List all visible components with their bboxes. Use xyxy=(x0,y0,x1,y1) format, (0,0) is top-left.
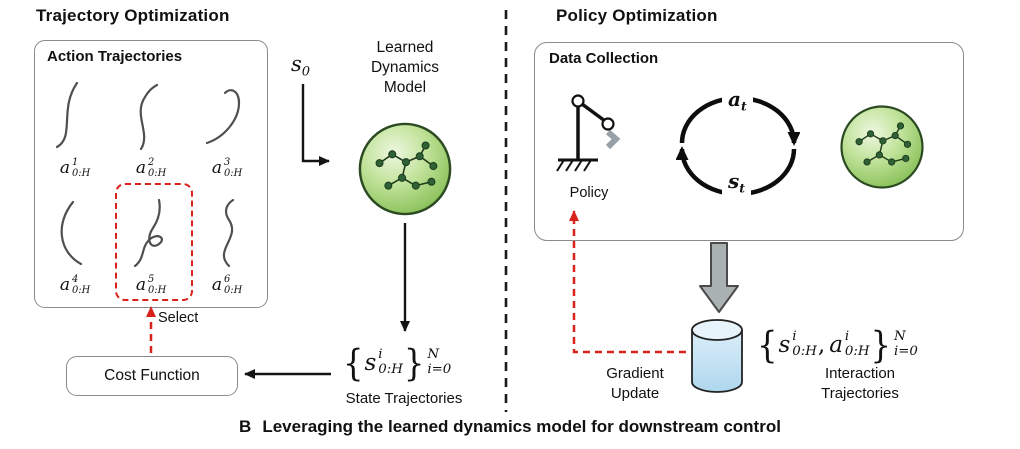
policy-optimization-title: Policy Optimization xyxy=(556,6,718,25)
trajectory-curve xyxy=(60,200,83,266)
caption-text: Leveraging the learned dynamics model fo… xyxy=(262,417,781,436)
trajectory-curve xyxy=(133,198,163,268)
trajectory-curve xyxy=(139,83,159,151)
policy-label: Policy xyxy=(569,185,609,201)
dynamics-model-icon xyxy=(358,122,452,216)
action-var-label: at xyxy=(722,84,753,117)
trajectory-curve xyxy=(55,81,79,149)
trajectory-curve xyxy=(222,198,235,268)
state-var-label: st xyxy=(722,166,751,199)
interaction-trajectories-label: Interaction Trajectories xyxy=(821,365,899,402)
dynamics-model-icon xyxy=(840,105,924,189)
down-arrow-icon xyxy=(699,242,739,313)
s0-to-model-arrow xyxy=(301,84,330,166)
cost-function-box: Cost Function xyxy=(66,356,238,396)
trajectory-optimization-title: Trajectory Optimization xyxy=(36,6,230,25)
dynamics-model-label: Learned Dynamics Model xyxy=(370,39,440,97)
initial-state-var: s0 xyxy=(291,52,311,80)
caption-prefix: B xyxy=(239,417,252,436)
trajectory-curve xyxy=(205,89,241,145)
select-label: Select xyxy=(158,310,199,326)
cost-function-label: Cost Function xyxy=(104,367,200,384)
gradient-update-label: Gradient Update xyxy=(606,365,664,402)
state-trajectories-label: State Trajectories xyxy=(345,390,463,407)
figure-caption: B Leveraging the learned dynamics model f… xyxy=(0,417,1020,437)
data-collection-title: Data Collection xyxy=(549,50,659,67)
action-trajectories-title: Action Trajectories xyxy=(47,48,183,65)
robot-arm-icon xyxy=(556,94,621,172)
dataset-cylinder-icon xyxy=(691,319,743,393)
